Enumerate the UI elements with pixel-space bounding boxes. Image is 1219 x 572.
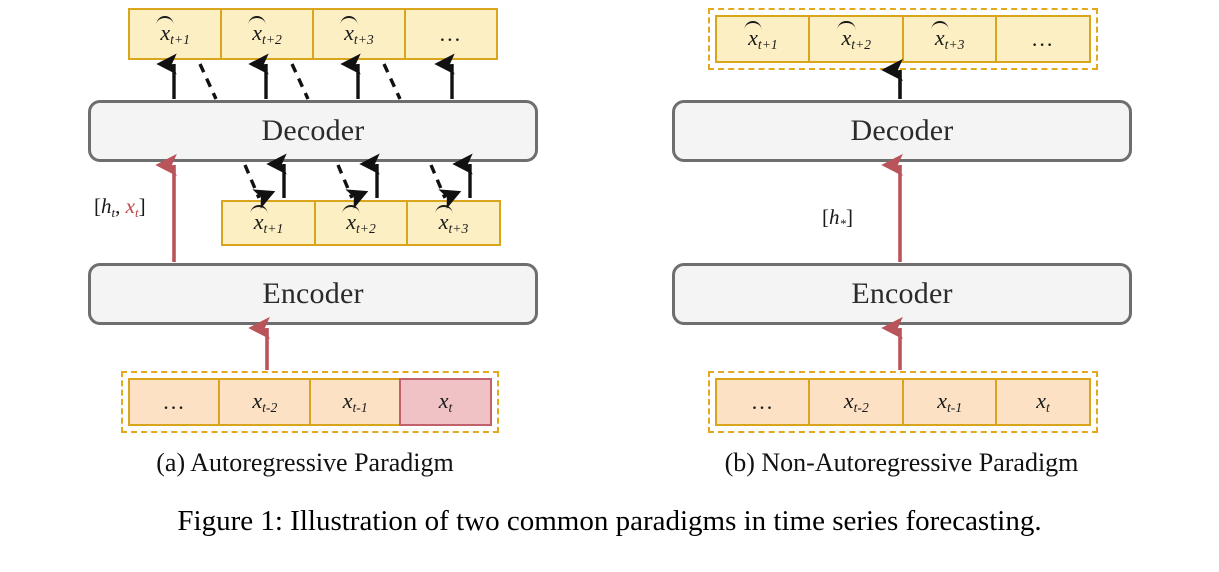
encoder-label-b: Encoder	[851, 277, 953, 310]
x-symbol: x	[438, 387, 449, 413]
x-hat-symbol: x	[438, 208, 449, 234]
subscript: t-1	[947, 400, 963, 416]
x-hat-symbol: x	[748, 24, 758, 50]
encoder-label-a: Encoder	[262, 277, 364, 310]
math-token: xt+3	[439, 209, 469, 237]
latent-comma-a: ,	[115, 194, 126, 218]
subscript: t+1	[263, 221, 284, 237]
latent-x-sub-a: t	[134, 204, 139, 220]
x-symbol: x	[252, 387, 263, 413]
token-cell: ...	[715, 378, 811, 426]
x-hat-symbol: x	[253, 208, 264, 234]
token-cell: xt+2	[313, 200, 409, 246]
subscript: t+1	[757, 37, 778, 53]
ellipsis-token: ...	[751, 389, 775, 414]
token-cell: xt+2	[219, 8, 315, 60]
subscript: t+2	[851, 37, 872, 53]
math-token: xt+3	[344, 20, 374, 48]
subscript: t+3	[944, 37, 965, 53]
ellipsis-token: ...	[439, 21, 463, 46]
token-cell: xt+1	[715, 15, 811, 63]
math-token: xt-2	[844, 388, 869, 416]
subscript: t+1	[170, 32, 190, 48]
math-token: xt-1	[937, 388, 962, 416]
math-token: xt-2	[252, 388, 277, 416]
latent-x-a: x	[125, 194, 135, 218]
x-hat-symbol: x	[841, 24, 852, 50]
token-cell: xt-2	[218, 378, 312, 426]
token-cell: xt-1	[308, 378, 402, 426]
x-hat-symbol: x	[344, 19, 354, 45]
latent-h-sub-a: t	[111, 204, 116, 220]
subscript: t-2	[853, 400, 869, 416]
x-hat-symbol: x	[346, 208, 356, 234]
x-symbol: x	[843, 387, 854, 413]
token-cell: xt	[399, 378, 492, 426]
token-cell: xt	[995, 378, 1091, 426]
math-token: xt	[1036, 388, 1050, 416]
latent-close-bracket-b: ]	[846, 205, 854, 229]
token-cell: xt+3	[311, 8, 407, 60]
token-cell: xt+1	[128, 8, 223, 60]
subscript: t+3	[448, 221, 469, 237]
latent-h-sub-b: *	[839, 215, 847, 231]
x-symbol: x	[342, 387, 353, 413]
token-cell: ...	[995, 15, 1091, 63]
latent-close-bracket-a: ]	[138, 194, 146, 218]
math-token: xt+3	[935, 25, 965, 53]
token-cell: xt+3	[901, 15, 998, 63]
decoder-label-a: Decoder	[261, 114, 365, 147]
math-token: xt+1	[748, 25, 778, 53]
subscript: t+2	[355, 221, 376, 237]
subscript: t	[448, 400, 453, 416]
token-cell: xt+3	[406, 200, 501, 246]
latent-open-bracket-b: [	[822, 205, 829, 229]
x-symbol: x	[1036, 387, 1047, 413]
encoder-block-a: Encoder	[88, 263, 538, 325]
subscript: t+3	[353, 32, 374, 48]
decoder-block-b: Decoder	[672, 100, 1132, 162]
math-token: xt+1	[160, 20, 190, 48]
ellipsis-token: ...	[1031, 26, 1055, 51]
latent-open-bracket-a: [	[94, 194, 101, 218]
subcaption-a: (a) Autoregressive Paradigm	[156, 448, 454, 477]
decoder-block-a: Decoder	[88, 100, 538, 162]
math-token: xt+2	[842, 25, 872, 53]
token-cell: xt-2	[808, 378, 905, 426]
latent-h-a: h	[101, 194, 112, 218]
x-symbol: x	[937, 387, 947, 413]
latent-label-a: [ht, xt]	[94, 194, 146, 221]
subscript: t-2	[262, 400, 278, 416]
math-token: xt+2	[252, 20, 282, 48]
subscript: t	[1046, 400, 1050, 416]
token-cell: xt+1	[221, 200, 316, 246]
latent-h-b: h	[829, 205, 840, 229]
subcaption-b: (b) Non-Autoregressive Paradigm	[724, 448, 1079, 477]
math-token: xt+1	[254, 209, 284, 237]
token-cell: ...	[128, 378, 221, 426]
x-hat-symbol: x	[252, 19, 263, 45]
figure-caption: Figure 1: Illustration of two common par…	[177, 505, 1042, 537]
ellipsis-token: ...	[163, 389, 186, 414]
latent-label-b: [h*]	[822, 205, 853, 232]
decoder-label-b: Decoder	[850, 114, 954, 147]
x-hat-symbol: x	[160, 19, 171, 45]
x-hat-symbol: x	[934, 24, 945, 50]
math-token: xt-1	[343, 388, 368, 416]
encoder-block-b: Encoder	[672, 263, 1132, 325]
token-cell: xt+2	[808, 15, 905, 63]
token-cell: ...	[403, 8, 498, 60]
subscript: t+2	[262, 32, 282, 48]
subscript: t-1	[352, 400, 368, 416]
math-token: xt	[439, 388, 453, 416]
token-cell: xt-1	[901, 378, 998, 426]
math-token: xt+2	[346, 209, 376, 237]
